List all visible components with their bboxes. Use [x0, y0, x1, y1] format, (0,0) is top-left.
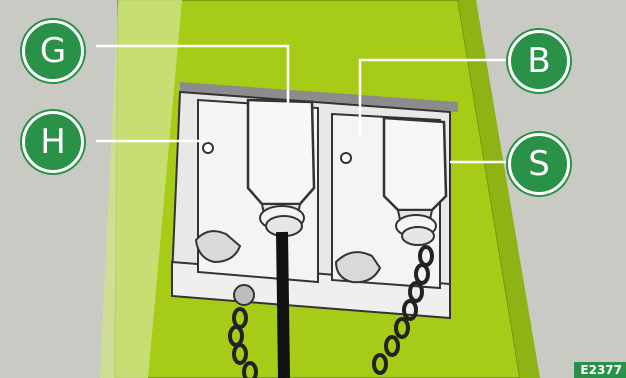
left-mounting-screw [203, 143, 213, 153]
right-connector-housing [384, 118, 446, 210]
callout-g: G [22, 20, 84, 82]
callout-b: B [508, 30, 570, 92]
left-connector-housing [248, 100, 314, 204]
right-base-clamp [336, 252, 380, 282]
black-cable [282, 232, 284, 378]
callout-s: S [508, 133, 570, 195]
figure-code: E2377 [574, 362, 626, 378]
callout-h: H [22, 111, 84, 173]
right-mounting-screw [341, 153, 351, 163]
right-gland-nut [402, 227, 434, 245]
dust-cap [234, 285, 254, 305]
